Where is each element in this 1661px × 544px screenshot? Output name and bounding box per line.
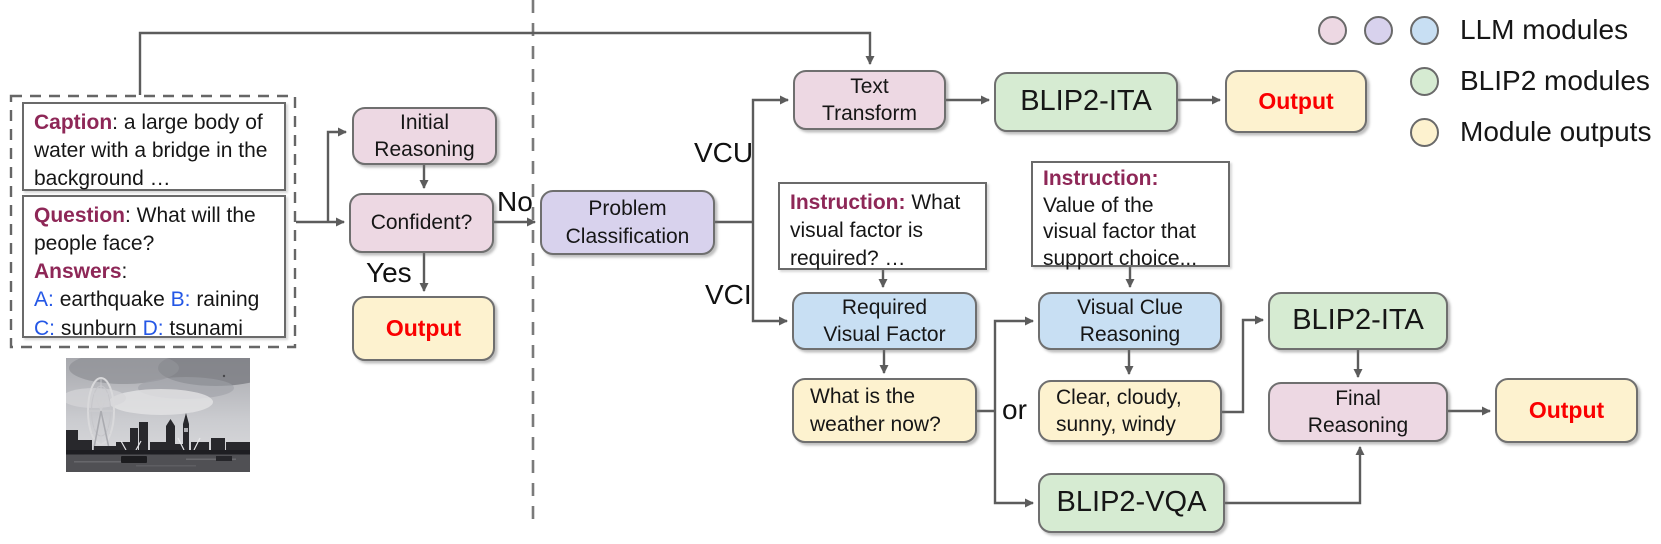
caption-label: Caption (34, 111, 113, 134)
question-text: : What will the people face? (34, 204, 256, 256)
edge-vcu-branch (751, 95, 789, 222)
scene-photo (66, 358, 250, 472)
edge-label-yes: Yes (366, 257, 412, 288)
river-water (66, 454, 250, 472)
bird (222, 374, 226, 378)
option-a-value: earthquake (59, 288, 165, 312)
victoria-tower (166, 419, 175, 456)
question-box: Question: What will the people face? Ans… (22, 195, 286, 340)
legend-label-outputs: Module outputs (1460, 116, 1652, 147)
llm-purple-swatch (1364, 15, 1393, 45)
blip2-green-swatch (1410, 66, 1439, 96)
edge-or-to-vcr (993, 316, 1034, 411)
node-visual-clue-values: Clear, cloudy,sunny, windy (1038, 380, 1222, 442)
edge-vci-branch (751, 222, 788, 326)
legend-row-llm: LLM modules (1318, 14, 1651, 46)
node-output-initial: Output (352, 296, 495, 361)
node-confident: Confident? (349, 193, 494, 253)
answer-options: A: earthquake B: raining C: sunburn D: t… (34, 286, 274, 342)
ferris-wheel (87, 377, 115, 454)
answers-colon: : (121, 260, 128, 284)
edge-blip2vqa-to-final (1225, 446, 1365, 505)
question-label: Question (34, 204, 126, 227)
node-blip2-ita-vcu: BLIP2-ITA (994, 72, 1178, 132)
node-output-vcu: Output (1225, 70, 1367, 133)
option-b-key: B: (170, 288, 191, 312)
llm-blue-swatch (1410, 15, 1439, 45)
answers-label: Answers (34, 260, 122, 284)
input-dashed-container (9, 94, 297, 349)
node-blip2-vqa: BLIP2-VQA (1038, 473, 1225, 533)
instruction1-text: What visual factor is required? … (790, 191, 961, 271)
big-ben (183, 413, 189, 456)
instruction1-label: Instruction: (790, 191, 906, 214)
caption-box: Caption: a large body of water with a br… (22, 102, 286, 191)
output-yellow-swatch (1410, 117, 1439, 147)
edge-label-vcu: VCU (694, 137, 754, 168)
legend-label-llm: LLM modules (1460, 14, 1629, 45)
edge-label-or: or (1002, 394, 1027, 425)
edge-values-to-blip2ita (1222, 315, 1264, 414)
boat (121, 456, 147, 463)
option-d-value: tsunami (169, 316, 243, 340)
edge-or-to-blip2vqa (993, 411, 1034, 508)
option-b-value: raining (196, 288, 260, 312)
option-c-value: sunburn (60, 316, 137, 340)
node-blip2-ita-vci: BLIP2-ITA (1268, 292, 1448, 350)
edge-input-to-text-transform (138, 31, 875, 95)
instruction-box-required-factor: Instruction: What visual factor is requi… (778, 182, 987, 270)
legend-row-outputs: Module outputs (1318, 116, 1651, 148)
option-c-key: C: (34, 316, 55, 340)
answers-line: Answers: (34, 258, 274, 286)
legend: LLM modules BLIP2 modules Module outputs (1318, 14, 1651, 167)
edge-label-no: No (497, 186, 533, 217)
node-output-final: Output (1495, 378, 1638, 443)
option-d-key: D: (142, 316, 164, 340)
caption-text: : a large body of water with a bridge in… (34, 111, 268, 191)
option-a-key: A: (34, 288, 54, 312)
edge-label-vci: VCI (705, 279, 752, 310)
instruction2-label: Instruction: (1043, 167, 1159, 190)
legend-row-blip2: BLIP2 modules (1318, 65, 1651, 97)
llm-pink-swatch (1318, 15, 1347, 45)
edge-input-to-initial-reasoning (326, 127, 347, 222)
legend-label-blip2: BLIP2 modules (1460, 65, 1650, 96)
question-line: Question: What will the people face? (34, 202, 274, 258)
